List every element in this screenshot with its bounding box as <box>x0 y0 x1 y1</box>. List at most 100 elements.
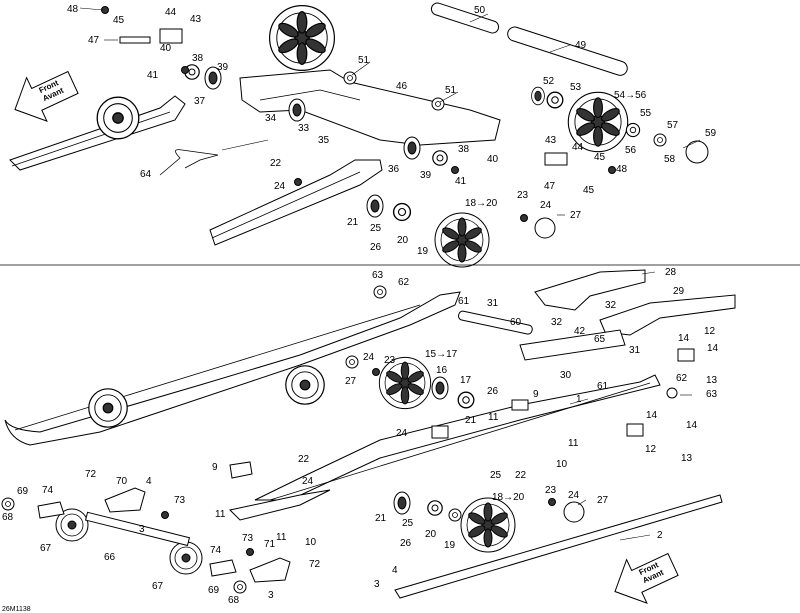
bracket-28 <box>534 269 646 311</box>
callout-62b: 62 <box>676 373 688 384</box>
callout-3b: 3 <box>268 590 274 601</box>
callout-10b: 10 <box>305 537 317 548</box>
callout-67b: 67 <box>152 581 164 592</box>
callout-24a: 24 <box>274 181 286 192</box>
callout-24e: 24 <box>302 476 314 487</box>
right-rail-upper <box>209 159 383 246</box>
callout-42: 42 <box>574 326 586 337</box>
callout-26c: 26 <box>400 538 412 549</box>
callout-28: 28 <box>665 267 677 278</box>
callout-11a: 11 <box>488 412 499 423</box>
callout-15-17: 15→17 <box>425 349 458 360</box>
callout-37: 37 <box>194 96 206 107</box>
callout-9b: 9 <box>212 462 218 473</box>
wheel-67-right <box>169 541 203 575</box>
callout-23a: 23 <box>517 190 529 201</box>
callout-72a: 72 <box>85 469 97 480</box>
callout-66: 66 <box>104 552 116 563</box>
callout-44b: 44 <box>572 142 584 153</box>
callout-73b: 73 <box>242 533 254 544</box>
callout-54-56: 54→56 <box>614 90 647 101</box>
callout-labels-upper: 48 45 44 43 47 40 41 38 39 37 34 33 35 5… <box>67 4 717 257</box>
callout-39: 39 <box>217 62 229 73</box>
callout-55: 55 <box>640 108 652 119</box>
callout-labels-lower: 63 62 28 61 31 32 29 60 32 42 65 14 12 3… <box>2 267 719 606</box>
callout-23b: 23 <box>384 355 396 366</box>
callout-14a: 14 <box>678 333 690 344</box>
callout-48: 48 <box>67 4 79 15</box>
wheel-18-20-upper <box>434 212 490 268</box>
callout-45: 45 <box>113 15 125 26</box>
callout-56: 56 <box>625 145 637 156</box>
callout-24b: 24 <box>540 200 552 211</box>
rod-60 <box>458 310 533 335</box>
callout-12a: 12 <box>704 326 716 337</box>
callout-38: 38 <box>192 53 204 64</box>
callout-21b: 21 <box>465 415 477 426</box>
callout-51b: 51 <box>445 85 457 96</box>
callout-4b: 4 <box>392 565 398 576</box>
callout-49: 49 <box>575 40 587 51</box>
callout-68b: 68 <box>228 595 240 606</box>
callout-45c: 45 <box>583 185 595 196</box>
callout-31b: 31 <box>629 345 641 356</box>
callout-63b: 63 <box>706 389 718 400</box>
lower-assembly: Front Avant <box>1 269 736 605</box>
leader-lines <box>79 7 701 541</box>
callout-13a: 13 <box>706 375 718 386</box>
callout-33: 33 <box>298 123 310 134</box>
callout-26a: 26 <box>370 242 382 253</box>
callout-40: 40 <box>160 43 172 54</box>
front-arrow-lower: Front Avant <box>614 552 679 605</box>
callout-61b: 61 <box>597 381 609 392</box>
axle-66 <box>85 511 191 547</box>
callout-69a: 69 <box>17 486 29 497</box>
callout-20b: 20 <box>425 529 437 540</box>
rod-49 <box>507 26 628 76</box>
callout-45b: 45 <box>594 152 606 163</box>
callout-53: 53 <box>570 82 582 93</box>
callout-27c: 27 <box>597 495 609 506</box>
callout-30: 30 <box>560 370 572 381</box>
callout-47b: 47 <box>544 181 556 192</box>
callout-58: 58 <box>664 154 676 165</box>
callout-47: 47 <box>88 35 100 46</box>
callout-14d: 14 <box>686 420 698 431</box>
callout-27b: 27 <box>345 376 357 387</box>
callout-61a: 61 <box>458 296 470 307</box>
callout-29: 29 <box>673 286 685 297</box>
callout-23c: 23 <box>545 485 557 496</box>
callout-41: 41 <box>147 70 159 81</box>
wheel-18-20-lower <box>460 497 516 553</box>
callout-19a: 19 <box>417 246 429 257</box>
callout-25c: 25 <box>402 518 414 529</box>
callout-18-20a: 18→20 <box>465 198 498 209</box>
callout-9a: 9 <box>533 389 539 400</box>
callout-65: 65 <box>594 334 606 345</box>
callout-3a: 3 <box>139 524 145 535</box>
front-arrow-upper: Front Avant <box>14 70 79 123</box>
callout-25b: 25 <box>490 470 502 481</box>
callout-63a: 63 <box>372 270 384 281</box>
callout-24d: 24 <box>396 428 408 439</box>
callout-69b: 69 <box>208 585 220 596</box>
slide-2 <box>394 494 723 599</box>
callout-60: 60 <box>510 317 522 328</box>
callout-1: 1 <box>576 394 582 405</box>
callout-11c: 11 <box>215 509 226 520</box>
callout-31a: 31 <box>487 298 499 309</box>
upper-assembly: Front Avant <box>9 2 709 268</box>
callout-32b: 32 <box>551 317 563 328</box>
callout-64: 64 <box>140 169 152 180</box>
callout-52: 52 <box>543 76 555 87</box>
left-rail-lower <box>4 291 461 446</box>
reference-code: 26M1138 <box>2 606 31 613</box>
callout-72b: 72 <box>309 559 321 570</box>
callout-21c: 21 <box>375 513 387 524</box>
callout-36: 36 <box>388 164 400 175</box>
callout-21a: 21 <box>347 217 359 228</box>
callout-40b: 40 <box>487 154 499 165</box>
upper-frame <box>239 69 501 146</box>
callout-14b: 14 <box>707 343 719 354</box>
